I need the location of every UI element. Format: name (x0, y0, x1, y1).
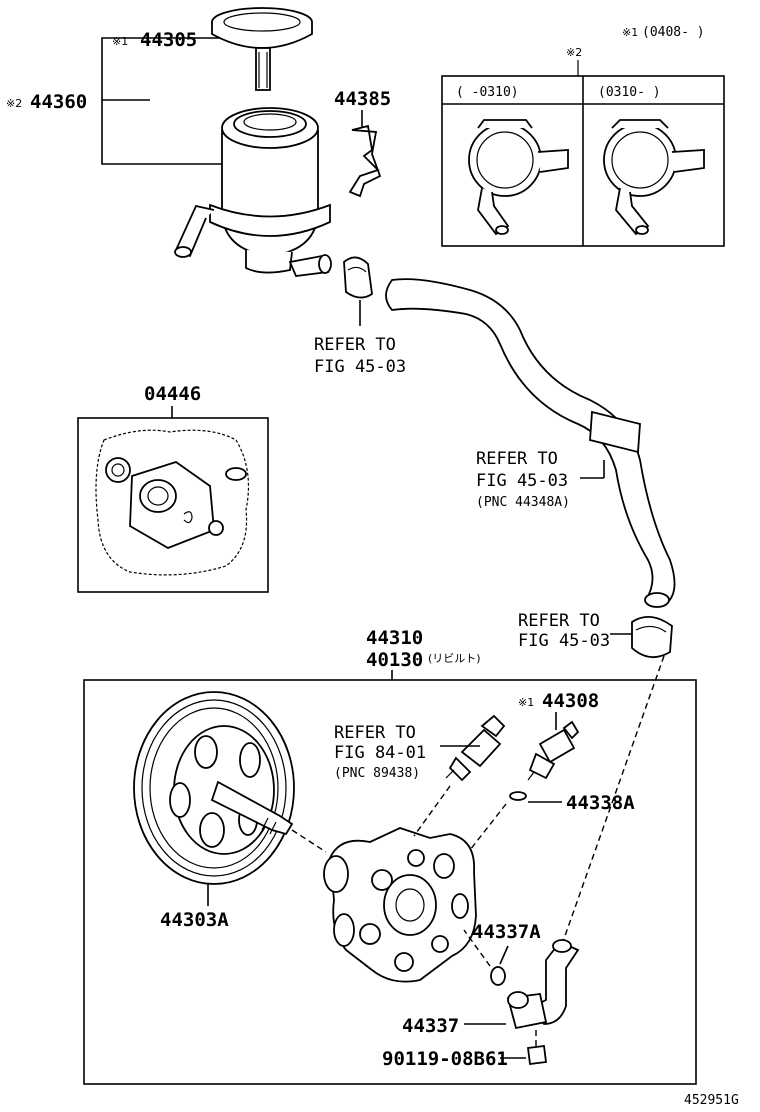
part-label-44310: 44310 (366, 627, 423, 649)
inset-left-range: ( -0310) (456, 85, 519, 100)
part-label-44308: 44308 (542, 690, 599, 712)
part-label-04446: 04446 (144, 383, 201, 405)
part-label-90119-08B61: 90119-08B61 (382, 1048, 508, 1070)
pump-assy-box (83, 679, 697, 1085)
oring-44337A-drawing (490, 966, 506, 986)
part-label-44338A: 44338A (566, 792, 635, 814)
inset-box (441, 75, 725, 247)
hose-clamp-right-drawing (631, 616, 673, 658)
leader-oring-44337A (499, 945, 509, 965)
dashed-line-valve-pump (469, 803, 507, 851)
return-hose-drawing (385, 278, 676, 608)
ref-sensor-line1: REFER TO (334, 723, 416, 743)
union-fitting-drawing (506, 939, 580, 1030)
note-mark-reservoir: ※2 (6, 97, 22, 110)
part-label-44305: 44305 (140, 29, 197, 51)
ref-sensor-line3: (PNC 89438) (334, 766, 420, 781)
ref-clamp-top-line1: REFER TO (314, 335, 396, 355)
pulley-drawing (133, 691, 295, 885)
reservoir-body-drawing (174, 107, 332, 277)
inset-left-drawing (468, 119, 569, 236)
ref-hose-line3: (PNC 44348A) (476, 495, 570, 510)
inset-right-range: (0310- ) (598, 85, 661, 100)
dashed-line-pulley-pump (291, 829, 327, 853)
rebuilt-note: (リビルト) (428, 652, 481, 665)
leader-reservoir-assy (101, 99, 222, 165)
ref-hose-line2: FIG 45-03 (476, 471, 568, 491)
oring-44338A-drawing (509, 791, 527, 801)
part-label-40130: 40130 (366, 649, 423, 671)
bracket-drawing (348, 124, 382, 198)
note1-range: (0408- ) (642, 25, 705, 40)
note1-mark: ※1 (622, 26, 638, 39)
hose-clamp-top-drawing (343, 256, 373, 299)
gasket-kit-box (77, 417, 269, 593)
ref-sensor-line2: FIG 84-01 (334, 743, 426, 763)
dashed-line-oring-pump (463, 929, 491, 967)
note2-mark: ※2 (566, 46, 582, 59)
figure-id: 452951G (684, 1093, 739, 1108)
reservoir-cap-drawing (211, 7, 313, 91)
ref-hose-line1: REFER TO (476, 449, 558, 469)
pressure-switch-drawing (445, 714, 506, 782)
leader-reservoir-cap (101, 37, 220, 100)
part-label-44385: 44385 (334, 88, 391, 110)
bolt-drawing (526, 1030, 548, 1066)
flow-control-valve-drawing (527, 720, 580, 781)
part-label-44337: 44337 (402, 1015, 459, 1037)
inset-right-drawing (603, 119, 705, 236)
note-mark-cap: ※1 (112, 35, 128, 48)
pump-body-drawing (323, 827, 477, 983)
ref-clamp-top-line2: FIG 45-03 (314, 357, 406, 377)
part-label-44337A: 44337A (472, 921, 541, 943)
dashed-line-sensor-pump (413, 785, 451, 837)
dashed-line-clamp-union (559, 655, 665, 951)
note-mark-valve: ※1 (518, 696, 534, 709)
part-label-44360: 44360 (30, 91, 87, 113)
part-label-44303A: 44303A (160, 909, 229, 931)
ref-clamp-right-line1: REFER TO (518, 611, 600, 631)
ref-clamp-right-line2: FIG 45-03 (518, 631, 610, 651)
